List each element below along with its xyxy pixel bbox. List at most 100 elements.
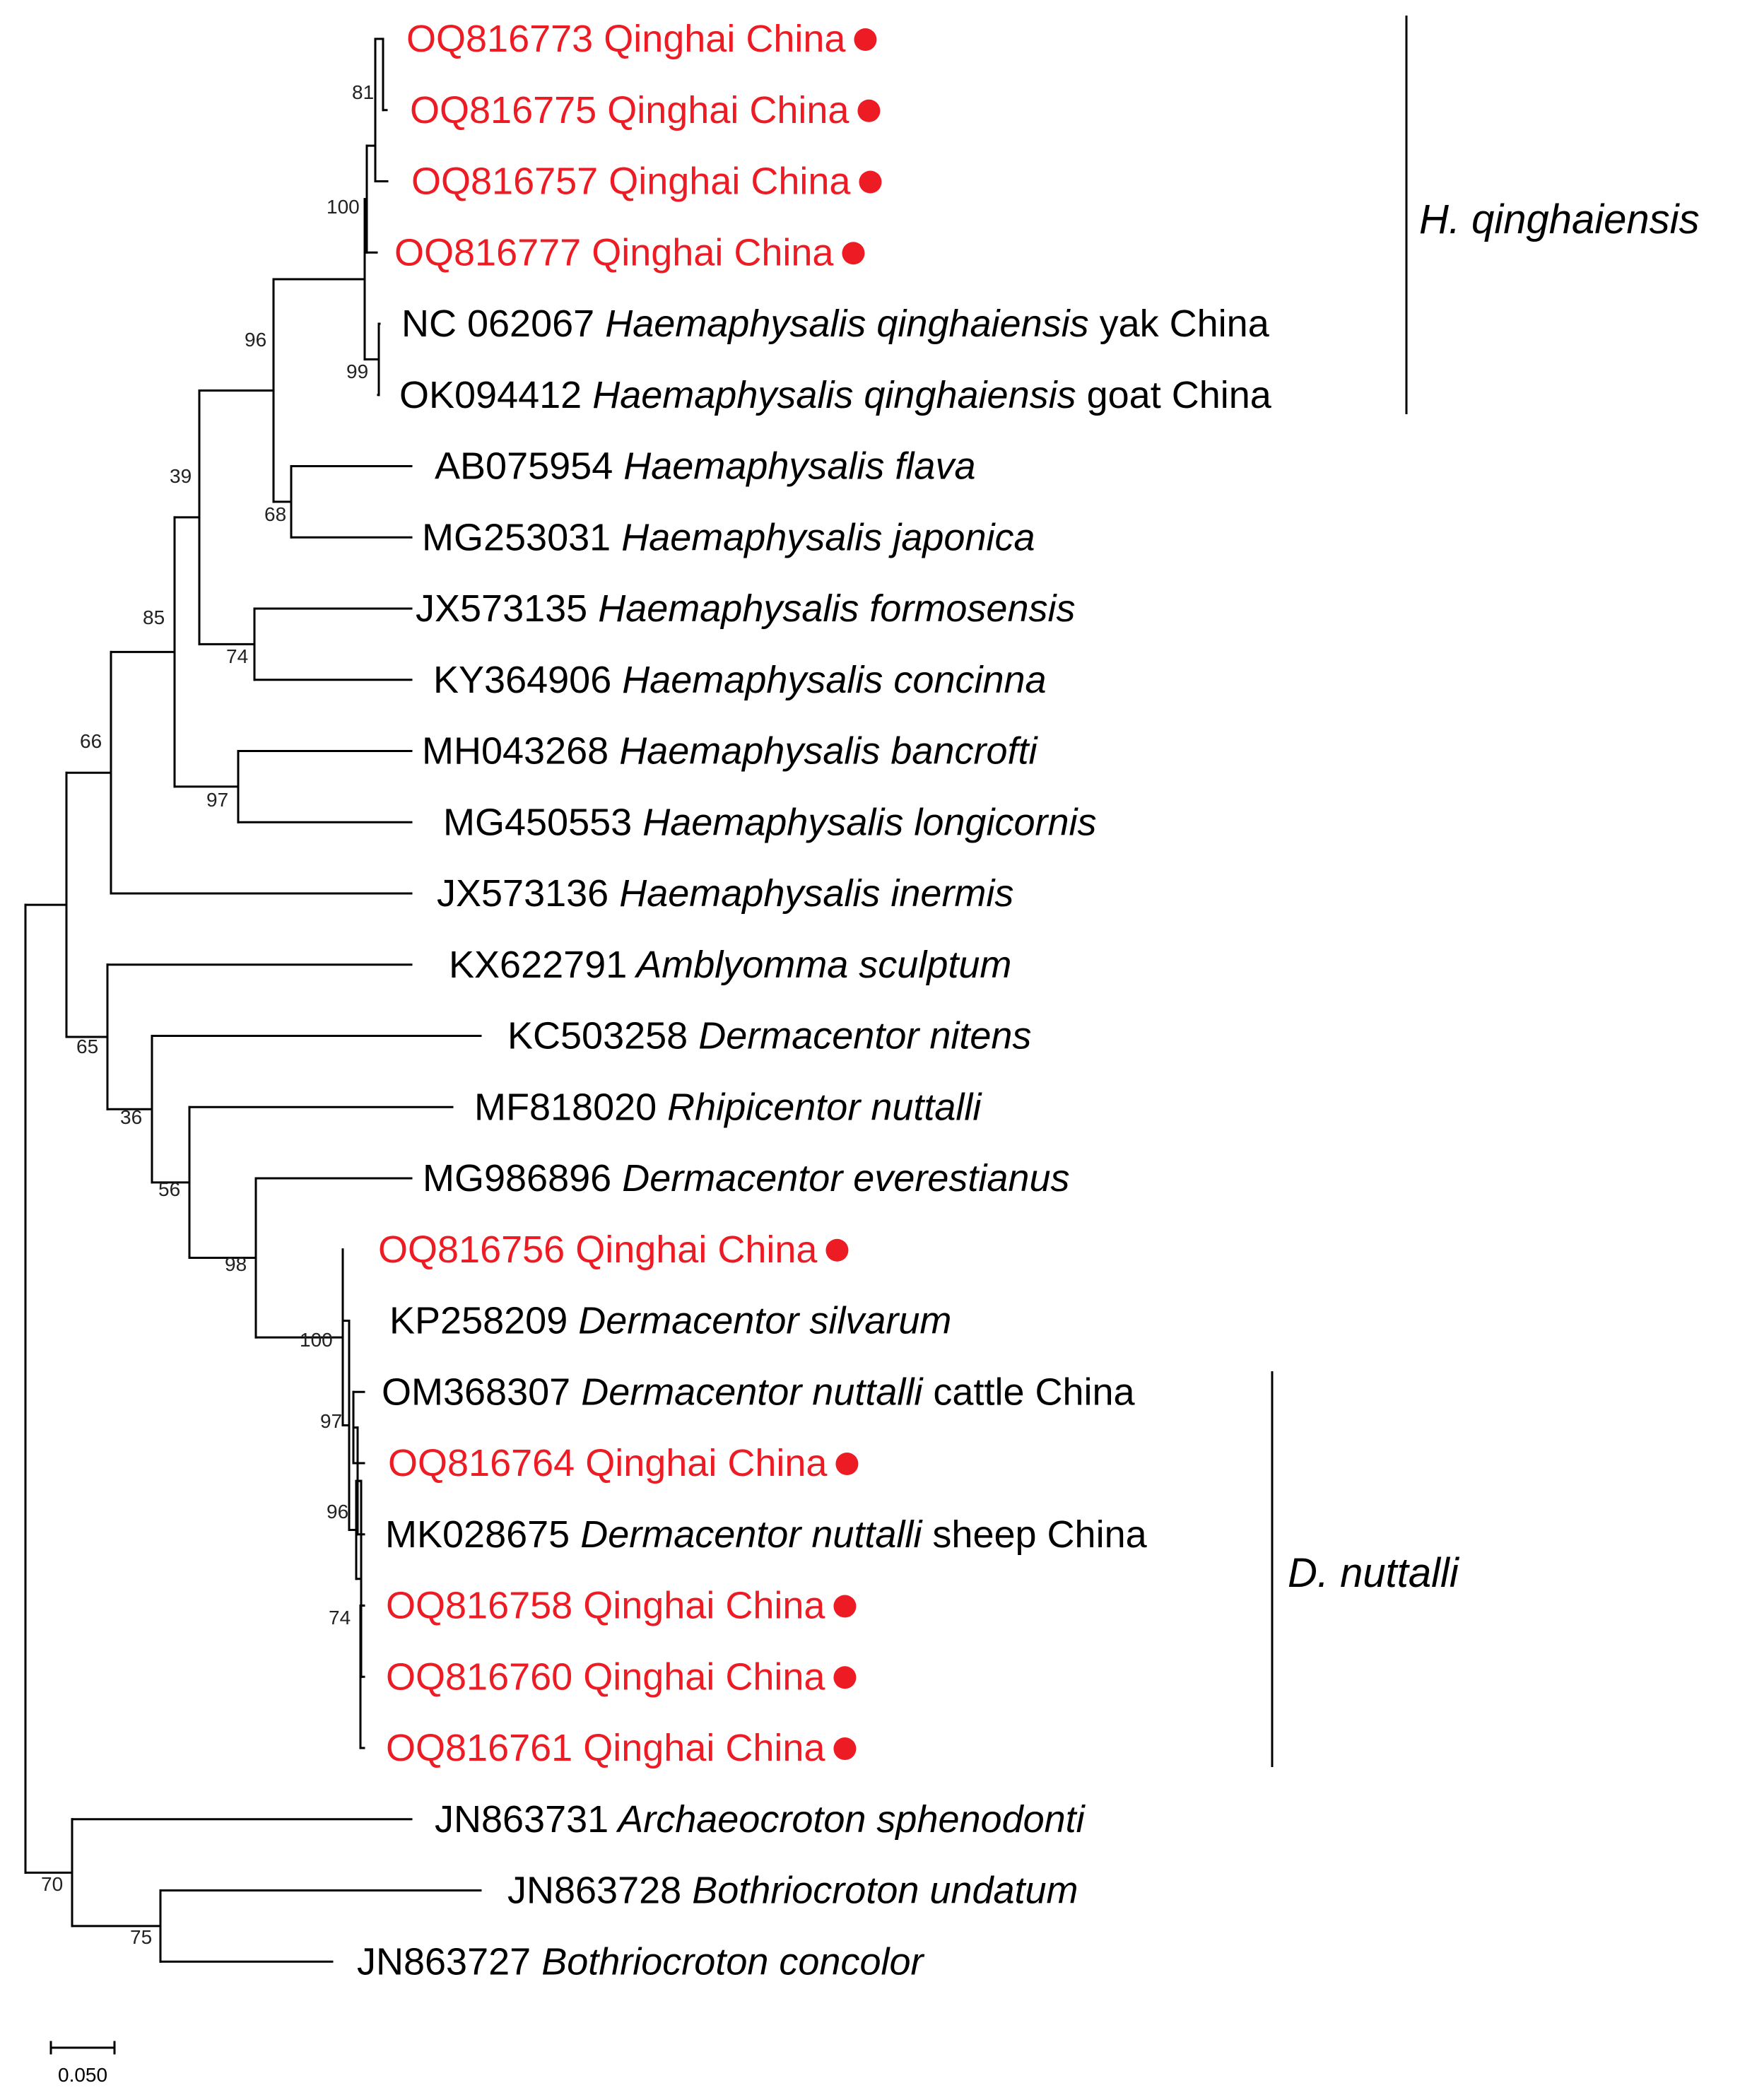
leaf-label-sample: OQ816775 Qinghai China — [410, 89, 850, 131]
leaf-accession: MG986896 — [423, 1157, 611, 1199]
bootstrap-value: 96 — [327, 1501, 348, 1523]
leaf-species: Haemaphysalis flava — [613, 445, 975, 488]
leaf-accession: KY364906 — [433, 659, 611, 701]
clade-label-h-qinghaiensis: H. qinghaiensis — [1419, 196, 1700, 242]
leaf-label-reference: MK028675 Dermacentor nuttalli sheep Chin… — [385, 1513, 1148, 1556]
leaf-accession: OQ816764 — [388, 1442, 575, 1484]
leaf-origin: Qinghai China — [565, 1228, 818, 1271]
sample-dot-icon — [835, 1453, 859, 1475]
bootstrap-value: 99 — [346, 360, 368, 382]
bootstrap-value: 97 — [206, 789, 228, 811]
sample-dot-icon — [825, 1238, 849, 1262]
leaf-label-reference: KP258209 Dermacentor silvarum — [389, 1300, 951, 1342]
leaf-label-reference: OK094412 Haemaphysalis qinghaiensis goat… — [399, 374, 1272, 416]
leaf-accession: KC503258 — [507, 1015, 688, 1057]
leaf-species: Amblyomma sculptum — [627, 944, 1011, 986]
leaf-accession: MH043268 — [422, 730, 609, 773]
leaf-accession: OQ816756 — [378, 1228, 565, 1271]
bootstrap-value: 85 — [143, 606, 165, 628]
leaf-origin: Qinghai China — [572, 1585, 825, 1627]
leaf-species: Haemaphysalis formosensis — [587, 587, 1075, 630]
leaf-accession: OQ816777 — [394, 231, 581, 274]
leaf-label-sample: OQ816760 Qinghai China — [386, 1655, 825, 1698]
bootstrap-value: 39 — [170, 465, 192, 487]
leaf-accession: MF818020 — [474, 1086, 657, 1128]
leaf-origin: Qinghai China — [593, 18, 846, 60]
leaf-accession: JN863731 — [435, 1798, 609, 1841]
leaf-origin: yak China — [1089, 303, 1270, 345]
leaf-label-sample: OQ816764 Qinghai China — [388, 1442, 828, 1484]
leaf-accession: MK028675 — [385, 1513, 570, 1556]
leaf-label-sample: OQ816773 Qinghai China — [406, 18, 846, 60]
leaf-species: Bothriocroton concolor — [531, 1940, 924, 1983]
leaf-origin: sheep China — [922, 1513, 1147, 1556]
sample-dot-icon — [833, 1666, 857, 1689]
tree-branches — [24, 37, 482, 1963]
leaf-species: Haemaphysalis japonica — [611, 516, 1035, 558]
leaf-species: Haemaphysalis longicornis — [632, 801, 1096, 843]
leaf-accession: OQ816773 — [406, 18, 593, 60]
leaf-origin: goat China — [1076, 374, 1272, 416]
leaf-origin: Qinghai China — [575, 1442, 828, 1484]
leaf-label-reference: OM368307 Dermacentor nuttalli cattle Chi… — [382, 1371, 1136, 1413]
leaf-accession: KX622791 — [449, 944, 627, 986]
bootstrap-value: 100 — [327, 196, 360, 218]
bootstrap-value: 74 — [226, 645, 248, 667]
leaf-label-reference: KY364906 Haemaphysalis concinna — [433, 659, 1047, 701]
scale-bar: 0.050 — [49, 2041, 116, 2086]
leaf-label-reference: JN863731 Archaeocroton sphenodonti — [435, 1798, 1086, 1841]
leaf-origin: cattle China — [922, 1371, 1135, 1413]
clade-h-qinghaiensis: H. qinghaiensis — [1405, 16, 1700, 414]
leaf-label-sample: OQ816777 Qinghai China — [394, 231, 834, 274]
leaf-origin: Qinghai China — [572, 1655, 825, 1698]
bootstrap-value: 100 — [300, 1329, 333, 1351]
sample-dot-icon — [833, 1595, 857, 1618]
bootstrap-value: 36 — [120, 1106, 142, 1128]
leaf-label-reference: JX573135 Haemaphysalis formosensis — [416, 587, 1076, 630]
leaf-label-reference: MH043268 Haemaphysalis bancrofti — [422, 730, 1038, 773]
leaf-accession: JN863728 — [507, 1870, 681, 1912]
leaf-label-sample: OQ816757 Qinghai China — [411, 160, 851, 203]
leaf-accession: OQ816761 — [386, 1727, 572, 1769]
leaf-species: Bothriocroton undatum — [681, 1870, 1078, 1912]
sample-dot-icon — [842, 242, 865, 265]
bootstrap-value: 70 — [41, 1873, 63, 1895]
leaf-label-reference: MF818020 Rhipicentor nuttalli — [474, 1086, 982, 1128]
leaf-label-sample: OQ816761 Qinghai China — [386, 1727, 825, 1769]
bootstrap-value: 56 — [158, 1178, 180, 1200]
leaf-accession: MG253031 — [422, 516, 611, 558]
leaf-species: Haemaphysalis inermis — [609, 872, 1013, 915]
bootstrap-value: 75 — [130, 1926, 152, 1948]
leaf-origin: Qinghai China — [572, 1727, 825, 1769]
scale-bar-label: 0.050 — [58, 2064, 107, 2086]
leaf-label-reference: JX573136 Haemaphysalis inermis — [437, 872, 1013, 915]
leaf-accession: MG450553 — [443, 801, 632, 843]
leaf-species: Haemaphysalis qinghaiensis — [582, 374, 1076, 416]
leaf-species: Haemaphysalis qinghaiensis — [594, 303, 1088, 345]
leaf-label-reference: KX622791 Amblyomma sculptum — [449, 944, 1011, 986]
leaf-label-reference: JN863727 Bothriocroton concolor — [357, 1940, 925, 1983]
leaf-label-reference: KC503258 Dermacentor nitens — [507, 1015, 1031, 1057]
leaf-label-reference: NC 062067 Haemaphysalis qinghaiensis yak… — [401, 303, 1270, 345]
leaf-accession: OK094412 — [399, 374, 582, 416]
leaf-accession: AB075954 — [435, 445, 613, 488]
sample-dot-icon — [857, 99, 881, 122]
bootstrap-value: 97 — [320, 1410, 342, 1432]
leaf-species: Archaeocroton sphenodonti — [609, 1798, 1086, 1841]
leaf-accession: OQ816757 — [411, 160, 598, 203]
leaf-accession: OQ816760 — [386, 1655, 572, 1698]
leaf-origin: Qinghai China — [598, 160, 851, 203]
leaf-species: Haemaphysalis bancrofti — [609, 730, 1038, 773]
leaf-label-reference: MG253031 Haemaphysalis japonica — [422, 516, 1035, 558]
leaf-label-reference: AB075954 Haemaphysalis flava — [435, 445, 975, 488]
clade-label-d-nuttalli: D. nuttalli — [1288, 1550, 1460, 1596]
leaf-species: Haemaphysalis concinna — [611, 659, 1046, 701]
bootstrap-values: 8199100689674399785667496971009856366575… — [41, 81, 374, 1948]
leaf-accession: OQ816775 — [410, 89, 596, 131]
leaf-accession: OQ816758 — [386, 1585, 572, 1627]
leaf-accession: NC 062067 — [401, 303, 594, 345]
leaf-species: Dermacentor everestianus — [611, 1157, 1069, 1199]
leaf-label-reference: MG986896 Dermacentor everestianus — [423, 1157, 1069, 1199]
